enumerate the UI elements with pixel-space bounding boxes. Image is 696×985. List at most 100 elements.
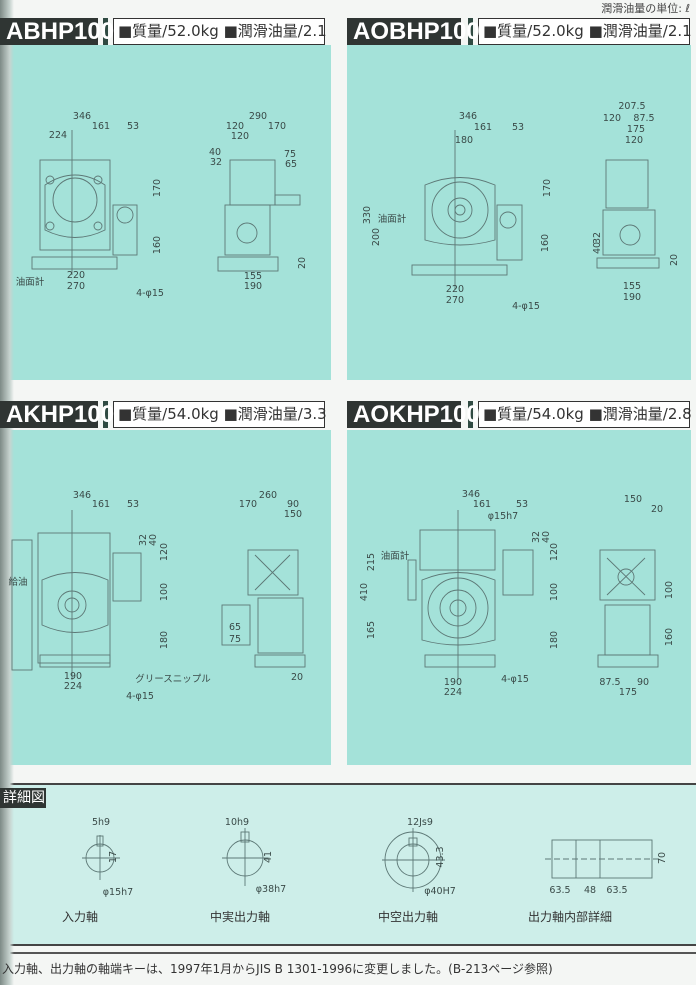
scan-binding-shadow xyxy=(0,0,14,985)
akhp100-front-view xyxy=(11,510,142,680)
detail-dimension-label: 41 xyxy=(263,851,274,863)
panel-aobhp100 xyxy=(347,45,691,380)
dimension-label: 32 xyxy=(531,531,542,543)
panel-aokhp100 xyxy=(347,430,691,765)
dimension-label: 215 xyxy=(366,553,377,571)
dimension-label: 160 xyxy=(664,628,675,646)
detail-hollow-output-shaft xyxy=(382,828,445,892)
dimension-label: 290 xyxy=(249,111,267,122)
dimension-label: 120 xyxy=(226,121,244,132)
dimension-label: 32 xyxy=(592,232,603,244)
oil-spec: ■潤滑油量/2.8 xyxy=(588,405,692,423)
detail-dimension-label: 70 xyxy=(657,852,668,864)
dimension-label: 346 xyxy=(73,111,91,122)
oil-unit-note: 潤滑油量の単位: ℓ xyxy=(601,2,690,15)
dimension-label: 87.5 xyxy=(599,677,620,688)
dimension-label: 346 xyxy=(73,490,91,501)
dimension-label: 4-φ15 xyxy=(136,288,164,299)
dimension-label: 161 xyxy=(474,122,492,133)
detail-dimension-label: 5h9 xyxy=(92,817,110,828)
dimension-label: 224 xyxy=(64,681,82,692)
dimension-label: 20 xyxy=(291,672,303,683)
header-divider xyxy=(468,18,473,45)
detail-input-shaft xyxy=(82,835,120,880)
dimension-label: 120 xyxy=(603,113,621,124)
detail-solid-output-shaft xyxy=(222,828,268,886)
dimension-label: 100 xyxy=(159,583,170,601)
dimension-label: 4-φ15 xyxy=(512,301,540,312)
dimension-label: グリースニップル xyxy=(135,673,211,685)
header-divider xyxy=(103,401,108,428)
dimension-label: 190 xyxy=(444,677,462,688)
dimension-label: 20 xyxy=(651,504,663,515)
dimension-label: 油面計 xyxy=(16,276,45,288)
dimension-label: 175 xyxy=(627,124,645,135)
dimension-label: 53 xyxy=(516,499,528,510)
header-divider xyxy=(468,401,473,428)
model-badge: AOKHP100 xyxy=(347,401,480,428)
dimension-label: 100 xyxy=(549,583,560,601)
dimension-label: 4-φ15 xyxy=(501,674,529,685)
dimension-label: 40 xyxy=(541,531,552,543)
detail-caption: 入力軸 xyxy=(62,910,98,924)
spec-box: ■質量/52.0kg ■潤滑油量/2.1 xyxy=(478,18,692,45)
detail-caption: 中空出力軸 xyxy=(378,909,438,924)
panel-abhp100 xyxy=(0,45,331,380)
dimension-label: 170 xyxy=(268,121,286,132)
dimension-label: 75 xyxy=(229,634,241,645)
dimension-label: 220 xyxy=(67,270,85,281)
dimension-label: 120 xyxy=(159,543,170,561)
detail-dimension-label: 12Js9 xyxy=(407,817,433,828)
dimension-label: 150 xyxy=(284,509,302,520)
dimension-label: 150 xyxy=(624,494,642,505)
detail-dimension-label: φ40H7 xyxy=(424,886,456,897)
detail-dimension-label: φ38h7 xyxy=(256,884,286,895)
mass-spec: ■質量/52.0kg xyxy=(483,22,584,40)
dimension-label: 給油 xyxy=(8,576,27,588)
abhp100-side-view xyxy=(217,159,301,272)
dimension-label: 155 xyxy=(623,281,641,292)
dimension-label: 40 xyxy=(148,534,159,546)
oil-spec: ■潤滑油量/3.3 xyxy=(223,405,327,423)
mass-spec: ■質量/54.0kg xyxy=(483,405,584,423)
detail-dimension-label: 63.5 xyxy=(549,885,570,896)
dimension-label: 224 xyxy=(444,687,462,698)
dimension-label: 207.5 xyxy=(618,101,645,112)
dimension-label: 4-φ15 xyxy=(126,691,154,702)
panel-akhp100 xyxy=(0,430,331,765)
detail-dimension-label: φ15h7 xyxy=(103,887,133,898)
dimension-label: 40 xyxy=(592,242,603,254)
dimension-label: 190 xyxy=(623,292,641,303)
detail-caption: 出力軸内部詳細 xyxy=(528,909,612,924)
spec-box: ■質量/54.0kg ■潤滑油量/2.8 xyxy=(478,401,692,428)
dimension-label: 100 xyxy=(664,581,675,599)
dimension-label: 120 xyxy=(549,543,560,561)
dimension-label: 53 xyxy=(127,499,139,510)
dimension-label: 161 xyxy=(473,499,491,510)
aokhp100-side-view xyxy=(597,549,659,668)
aokhp100-front-view xyxy=(407,510,534,680)
footnote: 入力軸、出力軸の軸端キーは、1997年1月からJIS B 1301-1996に変… xyxy=(2,962,553,976)
dimension-label: 161 xyxy=(92,121,110,132)
dimension-label: 180 xyxy=(159,631,170,649)
detail-dimension-label: 48 xyxy=(584,885,596,896)
dimension-label: 330 xyxy=(362,206,373,224)
dimension-label: 346 xyxy=(462,489,480,500)
dimension-label: 224 xyxy=(49,130,67,141)
abhp100-front-view xyxy=(31,130,138,275)
dimension-label: 53 xyxy=(512,122,524,133)
detail-output-shaft-internal xyxy=(545,839,660,879)
dimension-label: 170 xyxy=(542,179,553,197)
dimension-label: 160 xyxy=(152,236,163,254)
divider xyxy=(0,952,696,954)
aobhp100-front-view xyxy=(411,130,523,290)
model-badge: AKHP100 xyxy=(0,401,114,428)
dimension-label: 270 xyxy=(446,295,464,306)
mass-spec: ■質量/52.0kg xyxy=(118,22,219,40)
dimension-label: 87.5 xyxy=(633,113,654,124)
detail-dimension-label: 63.5 xyxy=(606,885,627,896)
dimension-label: 161 xyxy=(92,499,110,510)
dimension-label: 180 xyxy=(549,631,560,649)
dimension-label: 260 xyxy=(259,490,277,501)
